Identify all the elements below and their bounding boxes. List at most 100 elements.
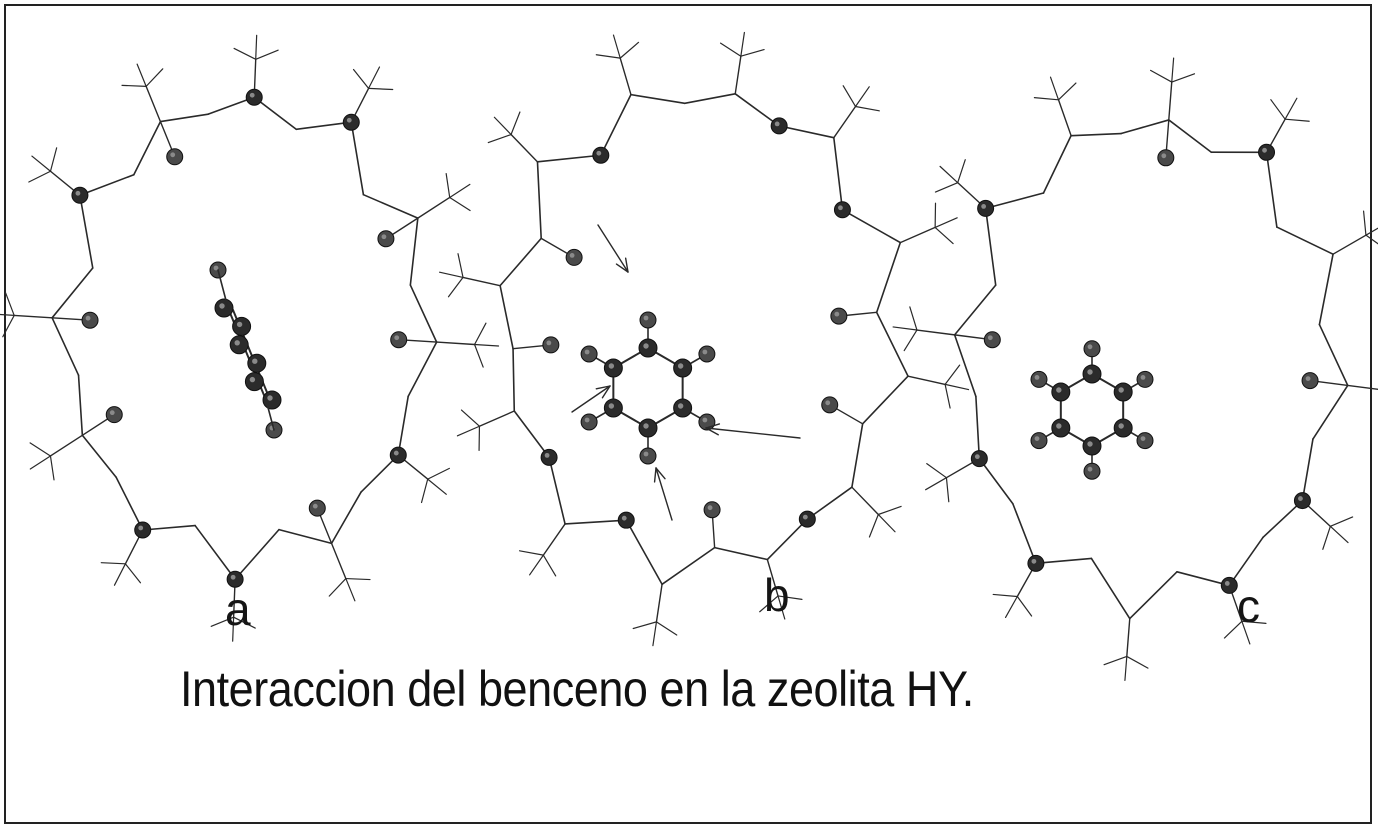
hydroxyl-atom bbox=[390, 331, 408, 349]
cation-site-atom bbox=[1027, 554, 1045, 572]
framework-branch bbox=[945, 477, 950, 503]
atom-highlight bbox=[346, 117, 352, 123]
framework-branch bbox=[487, 133, 512, 144]
framework-bond bbox=[833, 136, 844, 211]
framework-bond bbox=[409, 284, 438, 343]
framework-branch bbox=[1270, 99, 1286, 120]
framework-branch bbox=[1329, 516, 1354, 527]
atom-highlight bbox=[702, 417, 708, 423]
framework-bond bbox=[953, 334, 977, 398]
framework-bond bbox=[360, 454, 400, 493]
atom-highlight bbox=[230, 574, 236, 580]
framework-bond bbox=[953, 284, 997, 336]
benzene-ch-bond bbox=[265, 399, 275, 431]
arrow-head bbox=[705, 423, 721, 429]
framework-branch bbox=[1126, 655, 1149, 669]
framework-branch bbox=[734, 55, 742, 95]
atom-highlight bbox=[1087, 441, 1093, 447]
framework-bond bbox=[875, 311, 909, 377]
cation-site-atom bbox=[977, 199, 995, 217]
framework-branch bbox=[1171, 73, 1196, 83]
framework-branch bbox=[719, 42, 742, 57]
framework-branch bbox=[417, 196, 451, 219]
framework-bond bbox=[1318, 323, 1349, 387]
framework-branch bbox=[29, 455, 52, 470]
framework-bond bbox=[766, 518, 809, 561]
atom-highlight bbox=[621, 515, 627, 521]
framework-branch bbox=[542, 554, 557, 577]
framework-bond bbox=[1262, 499, 1304, 539]
cation-site-atom bbox=[342, 113, 360, 131]
interaction-arrow bbox=[571, 385, 611, 413]
atom-highlight bbox=[219, 303, 225, 309]
framework-branch bbox=[31, 155, 52, 172]
framework-bond bbox=[683, 93, 737, 105]
framework-bond bbox=[295, 121, 353, 131]
framework-bond bbox=[513, 410, 550, 459]
framework-branch bbox=[330, 542, 347, 580]
framework-branch bbox=[0, 313, 15, 317]
framework-bond bbox=[875, 241, 902, 314]
hydroxyl-atom bbox=[542, 336, 560, 354]
hydroxyl-atom bbox=[377, 230, 395, 248]
framework-branch bbox=[877, 505, 902, 516]
atom-highlight bbox=[608, 363, 615, 369]
hydroxyl-atom bbox=[565, 248, 583, 266]
framework-bond bbox=[499, 237, 543, 287]
benzene-hydrogen bbox=[580, 413, 598, 431]
atom-highlight bbox=[544, 452, 550, 458]
framework-branch bbox=[916, 329, 956, 336]
atom-highlight bbox=[393, 450, 399, 456]
framework-bond bbox=[1312, 384, 1349, 440]
benzene-carbon bbox=[1051, 382, 1071, 402]
framework-branch bbox=[145, 85, 162, 123]
framework-branch bbox=[1365, 227, 1378, 236]
benzene-hydrogen bbox=[1030, 370, 1048, 388]
framework-bond bbox=[1167, 119, 1213, 154]
panel-b bbox=[438, 31, 970, 647]
framework-branch bbox=[1168, 81, 1173, 121]
framework-branch bbox=[542, 523, 566, 556]
framework-branch bbox=[1016, 595, 1033, 617]
arrow-head bbox=[595, 385, 611, 390]
framework-bond bbox=[600, 93, 632, 157]
framework-branch bbox=[934, 182, 959, 193]
atom-highlight bbox=[267, 395, 273, 401]
framework-branch bbox=[113, 563, 127, 586]
framework-bond bbox=[253, 96, 298, 131]
atom-highlight bbox=[981, 204, 987, 209]
atom-highlight bbox=[1031, 558, 1037, 564]
framework-branch bbox=[1347, 384, 1378, 391]
framework-bond bbox=[194, 524, 236, 581]
framework-branch bbox=[868, 513, 879, 538]
framework-branch bbox=[1284, 97, 1298, 120]
framework-bond bbox=[1301, 438, 1314, 502]
framework-branch bbox=[232, 616, 235, 642]
benzene-hydrogen bbox=[1083, 340, 1101, 358]
framework-branch bbox=[255, 49, 279, 60]
framework-branch bbox=[944, 364, 961, 385]
framework-bond bbox=[1176, 571, 1231, 587]
framework-branch bbox=[1362, 210, 1367, 236]
atom-highlight bbox=[1118, 387, 1124, 393]
framework-branch bbox=[1329, 525, 1349, 544]
framework-branch bbox=[1124, 655, 1128, 681]
hydroxyl-atom bbox=[166, 148, 184, 166]
framework-branch bbox=[907, 375, 946, 386]
framework-branch bbox=[1241, 620, 1267, 625]
framework-branch bbox=[473, 343, 484, 368]
benzene-ch-bond bbox=[217, 269, 229, 309]
figure-caption: Interaccion del benceno en la zeolita HY… bbox=[180, 661, 974, 717]
benzene-hydrogen bbox=[1030, 432, 1048, 450]
hydroxyl-atom bbox=[81, 311, 99, 329]
framework-branch bbox=[478, 410, 515, 427]
framework-bond bbox=[499, 284, 514, 350]
cation-site-atom bbox=[1293, 492, 1311, 510]
arrow-head bbox=[624, 257, 629, 273]
framework-branch bbox=[510, 133, 539, 163]
atom-highlight bbox=[1224, 581, 1230, 586]
framework-branch bbox=[1004, 595, 1018, 619]
cation-site-atom bbox=[1258, 143, 1276, 161]
framework-branch bbox=[13, 314, 53, 319]
